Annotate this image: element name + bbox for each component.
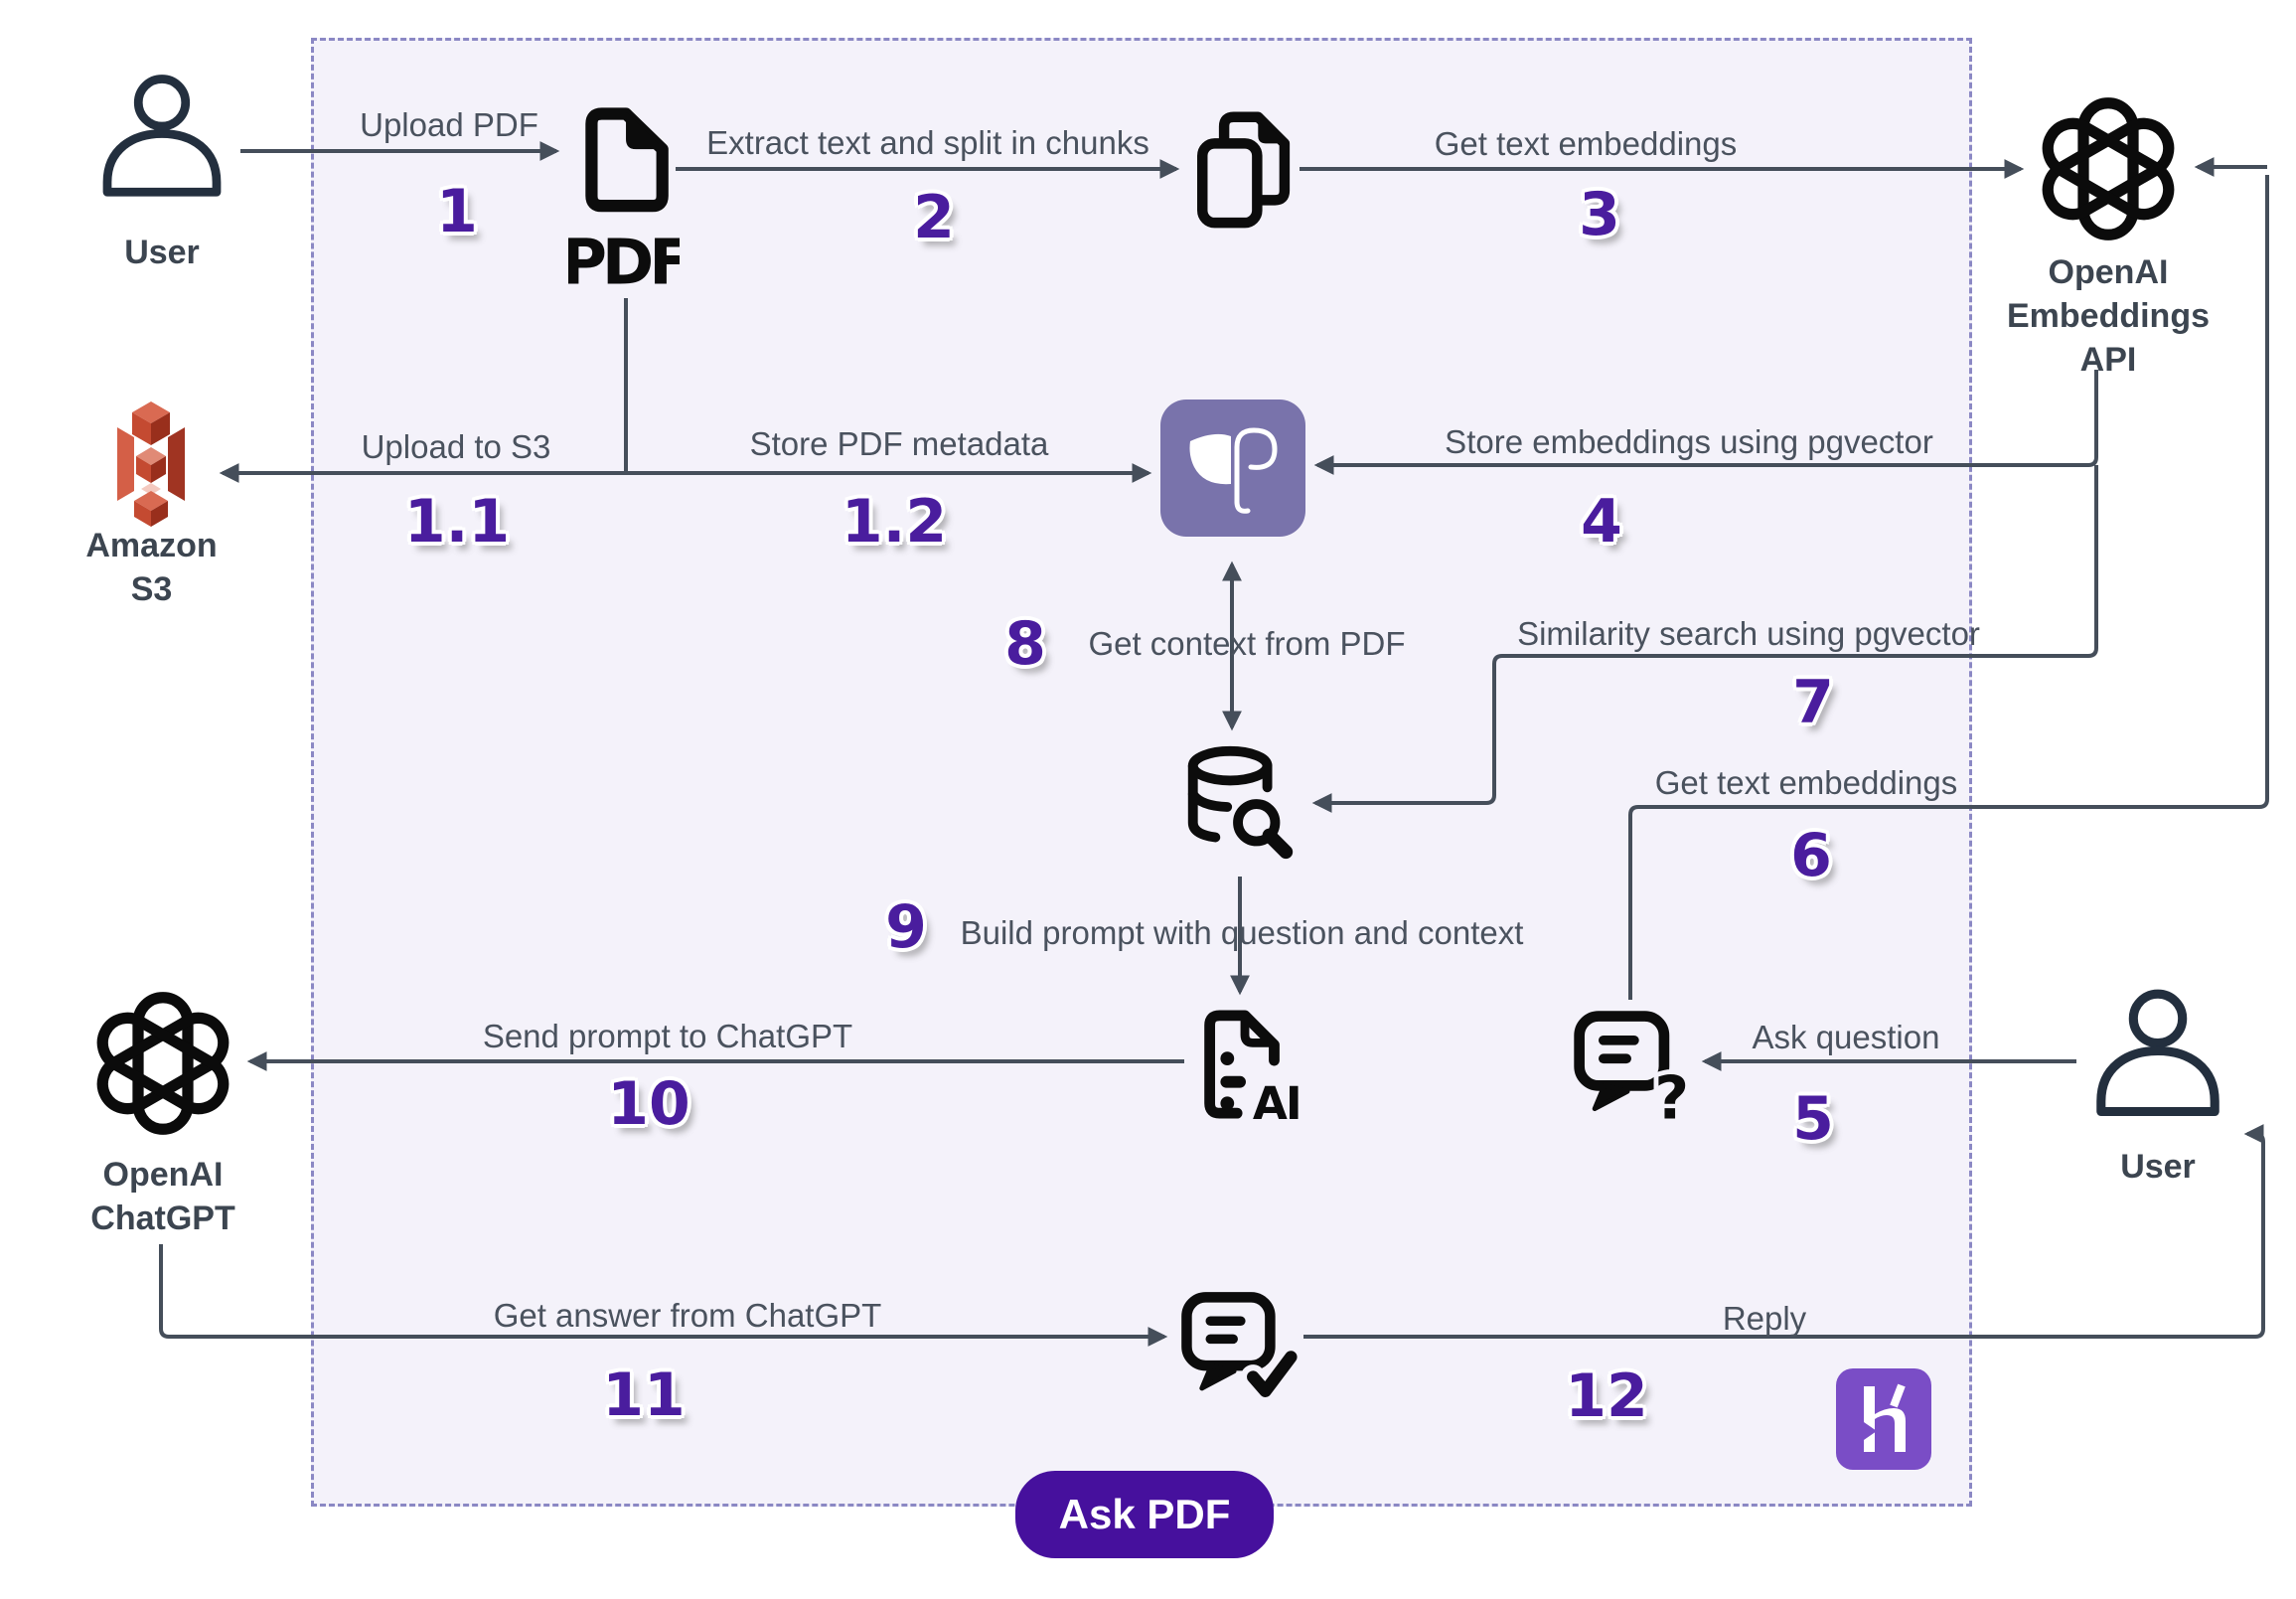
step-12-label: Reply (1722, 1300, 1807, 1337)
step-5-number: 5 (1792, 1084, 1834, 1154)
user-top-label: User (124, 234, 200, 271)
svg-text:AI: AI (1253, 1077, 1301, 1125)
user-icon (87, 72, 236, 206)
step-1-2-label: Store PDF metadata (749, 425, 1049, 462)
chat-check-icon (1175, 1287, 1303, 1411)
openai-chatgpt-logo-icon (87, 989, 238, 1143)
user-bottom-icon (2080, 986, 2235, 1126)
step-1-1-label: Upload to S3 (361, 428, 551, 465)
document-chunks-icon (1188, 104, 1301, 239)
step-1-2-number: 1.2 (841, 487, 948, 557)
step-3-label: Get text embeddings (1434, 125, 1738, 162)
amazon-s3-label: Amazon S3 (85, 527, 218, 609)
step-9-label: Build prompt with question and context (960, 914, 1524, 951)
step-8-label: Get context from PDF (1088, 625, 1406, 662)
ask-pdf-button[interactable]: Ask PDF (1015, 1471, 1274, 1558)
step-1-label: Upload PDF (360, 106, 538, 143)
svg-text:?: ? (1654, 1063, 1689, 1127)
heroku-logo-icon (1836, 1368, 1931, 1475)
step-7-number: 7 (1792, 668, 1834, 737)
step-4-number: 4 (1581, 487, 1622, 557)
user-bottom-label: User (2120, 1148, 2196, 1186)
step-11-number: 11 (602, 1360, 686, 1430)
openai-embeddings-label: OpenAI Embeddings API (2006, 253, 2211, 380)
step-1-number: 1 (436, 177, 478, 246)
step-9-number: 9 (885, 892, 927, 962)
step-7-label: Similarity search using pgvector (1517, 615, 1980, 652)
openai-embeddings-logo-icon (2034, 94, 2183, 248)
step-3-number: 3 (1579, 180, 1620, 249)
openai-chatgpt-label: OpenAI ChatGPT (90, 1156, 235, 1238)
step-4-label: Store embeddings using pgvector (1445, 423, 1933, 460)
step-1-1-number: 1.1 (403, 487, 511, 557)
step-11-label: Get answer from ChatGPT (493, 1297, 882, 1334)
heroku-postgres-icon (1160, 400, 1305, 542)
step-12-number: 12 (1565, 1361, 1648, 1431)
ai-document-icon: AI (1188, 1002, 1306, 1134)
step-2-number: 2 (913, 183, 955, 252)
step-6-label: Get text embeddings (1654, 764, 1958, 801)
chat-question-icon: ? (1568, 1006, 1694, 1138)
step-10-label: Send prompt to ChatGPT (482, 1018, 853, 1054)
step-6-number: 6 (1790, 821, 1832, 890)
database-search-icon (1175, 741, 1304, 876)
amazon-s3-icon (91, 396, 211, 532)
step-5-label: Ask question (1752, 1019, 1940, 1055)
step-10-number: 10 (607, 1069, 690, 1139)
svg-text:PDF: PDF (568, 226, 680, 294)
step-8-number: 8 (1004, 609, 1046, 679)
pdf-file-icon: PDF (561, 99, 691, 299)
step-2-label: Extract text and split in chunks (706, 124, 1149, 161)
